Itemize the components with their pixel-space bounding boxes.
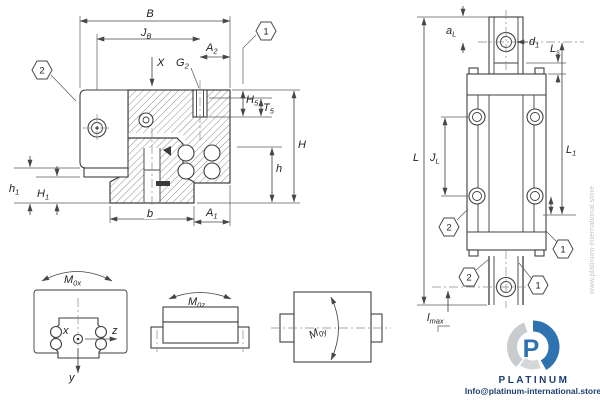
balloon-1 — [255, 21, 277, 41]
moment-diagram-m0z: M0z — [150, 292, 250, 352]
moment-diagram-m0x: M0x x z y — [33, 271, 128, 384]
axis-label-z: z — [111, 325, 118, 337]
dim-label-m0z: M0z — [188, 296, 205, 310]
dim-label-l1: L1 — [566, 144, 576, 158]
cross-section-view: B JB A2 X G2 H5 T5 H h h1 — [9, 8, 306, 226]
ball — [203, 162, 221, 180]
logo-silver-leaf — [520, 357, 541, 370]
moment-diagram-m0y: M0y — [271, 291, 391, 363]
dim-label-m0x: M0x — [64, 274, 81, 288]
seal-lip — [163, 146, 171, 156]
axis-label-x: x — [62, 325, 69, 337]
balloon-2 — [438, 217, 460, 237]
dim-label-b-width: B — [146, 8, 153, 20]
lube-port — [138, 112, 154, 128]
balloon-2 — [458, 267, 480, 287]
logo-letter: P — [523, 335, 540, 363]
dim-label-a1: A1 — [205, 207, 218, 221]
carriage-hole — [526, 187, 544, 205]
dim-label-l: L — [413, 152, 419, 164]
dim-label-ls: Ls — [550, 43, 560, 57]
dim-label-h5: H5 — [246, 94, 259, 108]
dim-label-jb: JB — [140, 27, 152, 41]
dim-label-h-small: h — [276, 163, 282, 175]
dim-label-h1-cap: H1 — [37, 188, 49, 202]
balloon-2 — [31, 60, 53, 80]
dim-label-lmax: lmax — [427, 312, 444, 326]
logo-gray-leaf — [507, 322, 528, 367]
dim-label-x: X — [156, 57, 165, 69]
dim-label-jl: JL — [429, 152, 440, 166]
bottom-seal — [156, 181, 170, 186]
carriage-top-plate-side — [162, 306, 239, 323]
balloon-1-number: 1 — [560, 245, 565, 256]
dim-label-g2: G2 — [176, 57, 190, 71]
ball — [177, 144, 195, 162]
balloon-2-number: 2 — [466, 273, 471, 284]
logo-blue-leaf — [532, 320, 560, 370]
dim-label-al: aL — [446, 25, 456, 39]
carriage-side-outline — [162, 321, 239, 344]
balloon-2-number: 2 — [39, 66, 44, 77]
balloon-1 — [527, 275, 549, 295]
carriage-top-view — [466, 73, 547, 251]
ball — [177, 162, 195, 180]
rail-top-view: aL d1 Ls L JL L1 lmax 2 1 2 1 — [413, 6, 584, 332]
dim-label-h-total: H — [298, 139, 306, 151]
website-watermark: www.platinum-international.store — [587, 186, 596, 295]
dim-label-t5: T5 — [263, 102, 275, 116]
balloon-1 — [552, 239, 574, 259]
ball — [203, 144, 221, 162]
dim-label-a2: A2 — [205, 42, 218, 56]
brand-logo: P PLATINUM Info@platinum-international.s… — [465, 320, 600, 396]
dim-label-d1: d1 — [529, 36, 539, 50]
carriage-hole — [526, 108, 544, 126]
carriage-hole — [468, 108, 486, 126]
end-seal — [83, 167, 129, 178]
axis-label-y: y — [68, 372, 76, 384]
brand-name: PLATINUM — [499, 375, 570, 386]
balloon-1-number: 1 — [535, 281, 540, 292]
carriage-plan-outline — [293, 291, 372, 363]
balloon-2-number: 2 — [446, 223, 451, 234]
dim-label-h1: h1 — [9, 183, 19, 197]
brand-email: Info@platinum-international.store — [465, 386, 600, 396]
balloon-1-number: 1 — [263, 27, 268, 38]
dim-label-b-rail: b — [147, 208, 153, 220]
carriage-hole — [468, 187, 486, 205]
